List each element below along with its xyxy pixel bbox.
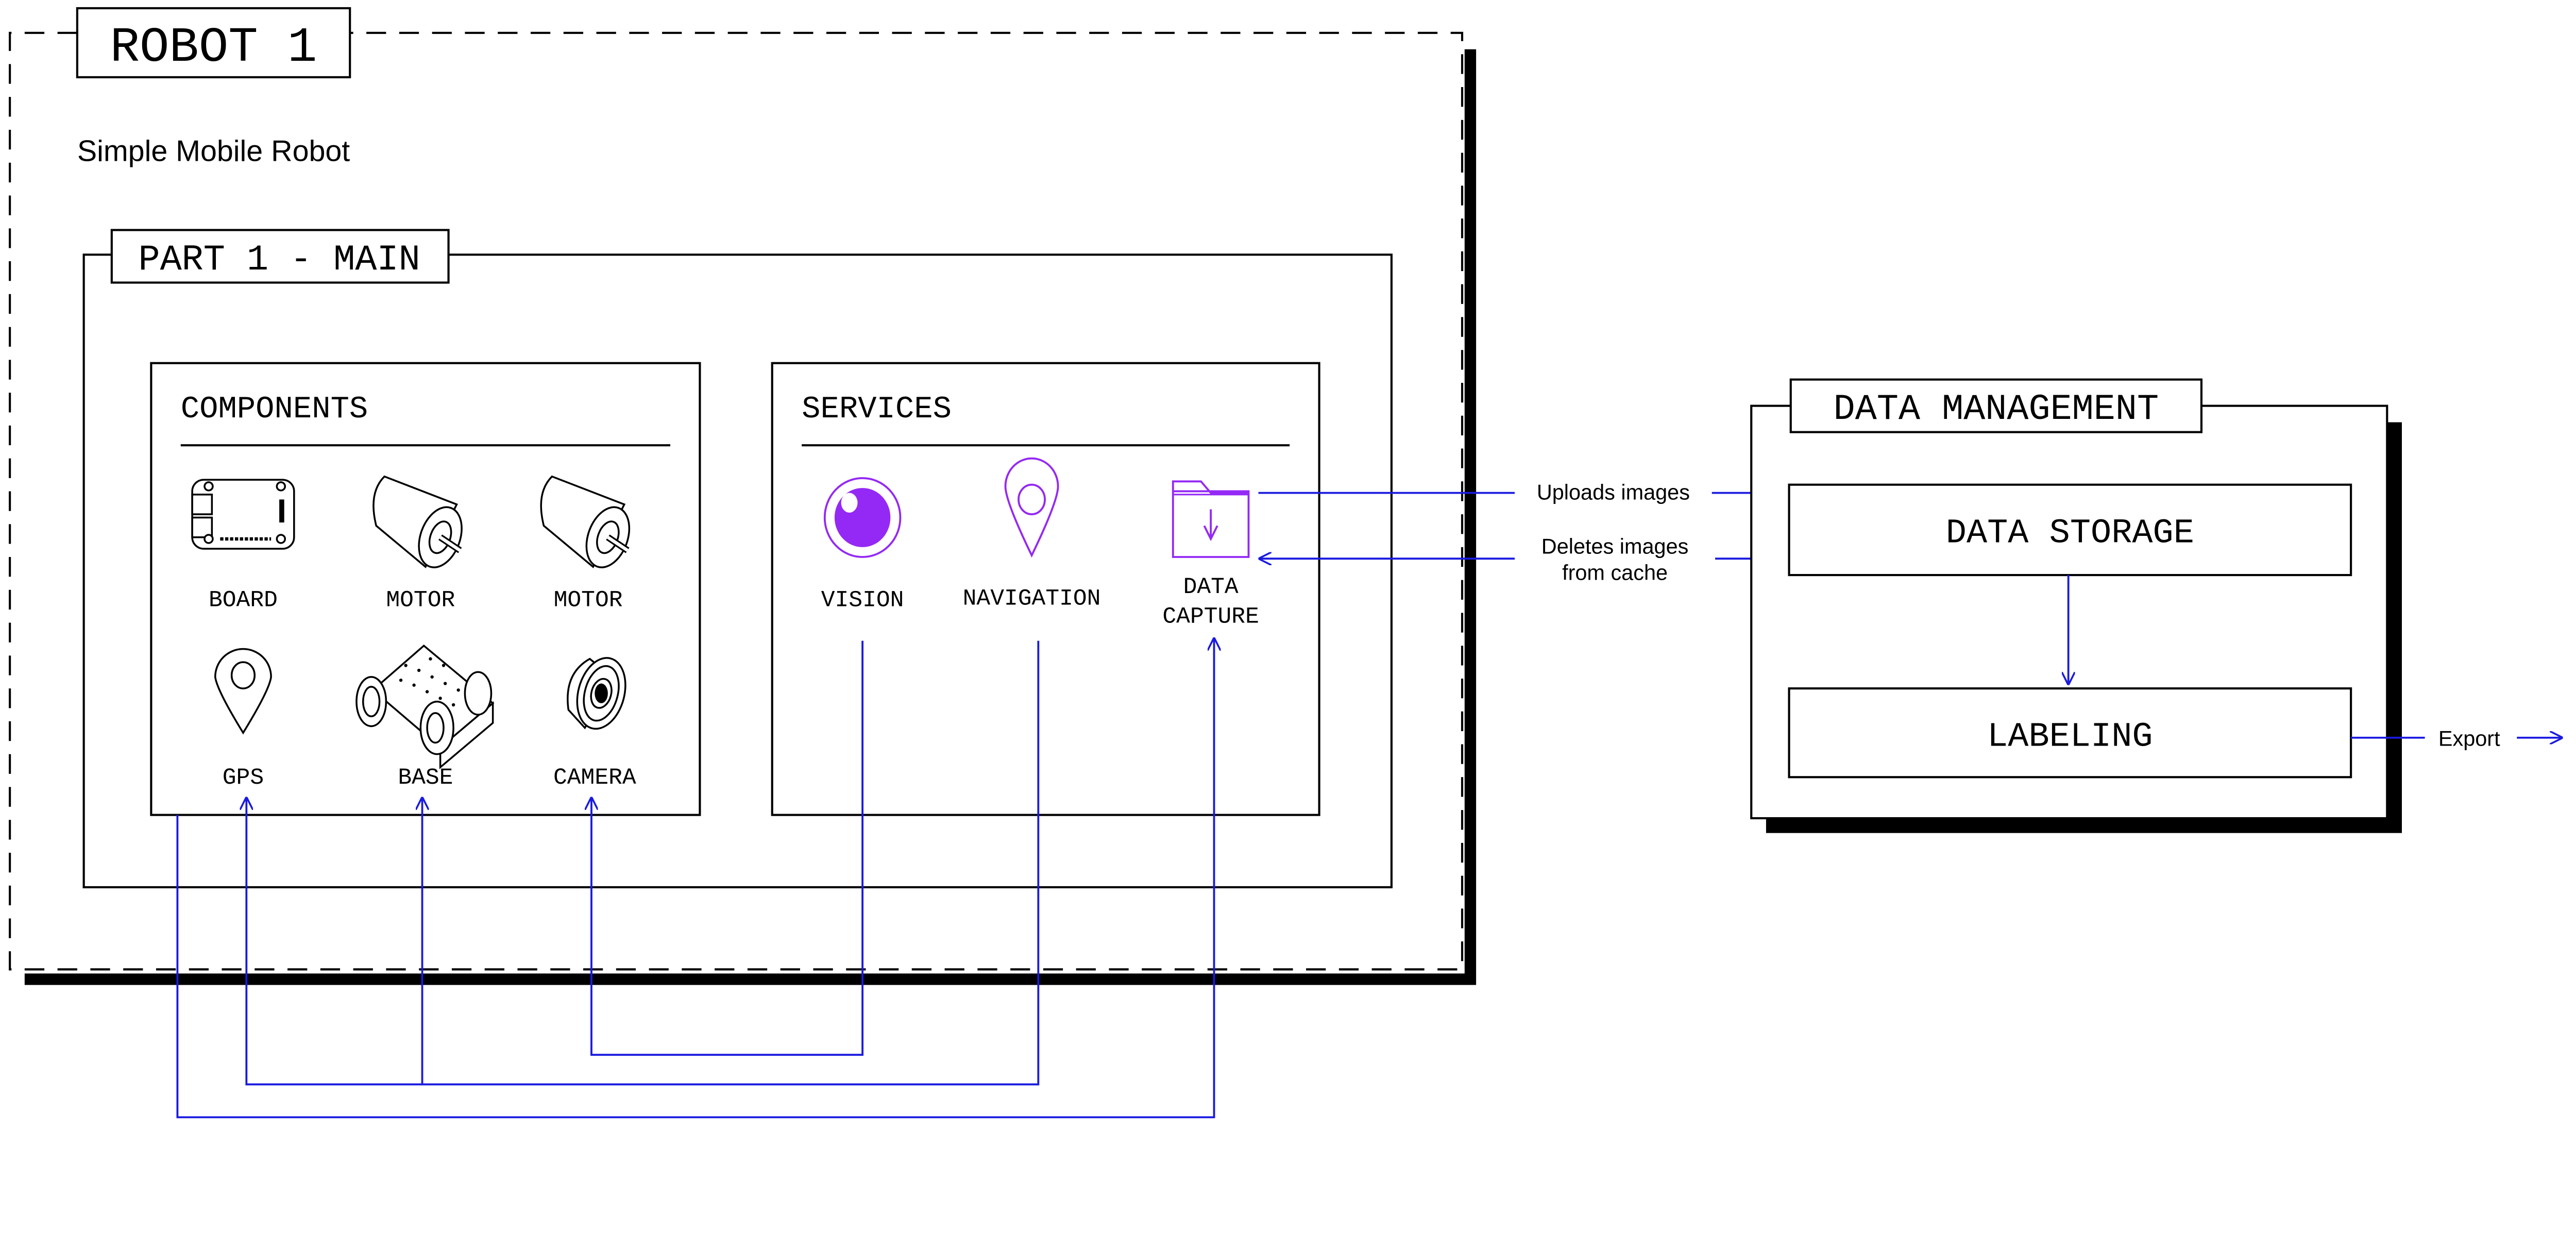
services-panel: SERVICES VISION NAVIGATION DATA CAPTURE	[771, 362, 1320, 816]
service-label-vision: VISION	[821, 588, 904, 614]
service-label-data: DATA	[1183, 575, 1239, 600]
components-to-data-capture-connector	[176, 637, 1214, 1119]
export-flow: Export	[2351, 724, 2563, 753]
deletes-label-line1: Deletes images	[1541, 534, 1689, 559]
motor-icon	[372, 475, 463, 568]
data-management: DATA MANAGEMENT DATA STORAGE LABELING	[1750, 378, 2402, 833]
components-heading: COMPONENTS	[181, 392, 368, 427]
component-label-camera: CAMERA	[553, 765, 636, 791]
export-label: Export	[2438, 727, 2500, 751]
motor-icon	[540, 475, 631, 568]
component-label-motor-2: MOTOR	[554, 588, 623, 614]
robot-frame: ROBOT 1 Simple Mobile Robot	[9, 7, 1477, 985]
robot-base-icon	[355, 644, 495, 769]
robot-frame-shadow	[24, 49, 1477, 985]
component-label-gps: GPS	[223, 765, 264, 791]
component-label-motor-1: MOTOR	[386, 588, 455, 614]
component-label-base: BASE	[398, 765, 453, 791]
services-heading: SERVICES	[802, 392, 952, 427]
components-box	[150, 362, 701, 816]
robot-title: ROBOT 1	[110, 20, 317, 76]
part-label-box	[110, 229, 450, 284]
service-label-capture: CAPTURE	[1162, 604, 1259, 630]
labeling-label: LABELING	[1987, 718, 2153, 757]
labeling-box	[1788, 687, 2352, 779]
eye-icon	[823, 477, 902, 558]
components-panel: COMPONENTS BOARD MOTOR MOTOR	[150, 362, 701, 816]
data-storage-label: DATA STORAGE	[1946, 514, 2194, 553]
services-box	[771, 362, 1320, 816]
data-management-title: DATA MANAGEMENT	[1834, 390, 2159, 430]
uploads-label: Uploads images	[1537, 480, 1690, 504]
part-label: PART 1 - MAIN	[138, 240, 420, 281]
data-flows: Uploads images Deletes images from cache	[1258, 478, 1789, 585]
part-box	[82, 254, 1393, 889]
deletes-label-line2: from cache	[1562, 561, 1668, 585]
data-storage-box	[1788, 483, 2352, 577]
gps-pin-icon	[214, 648, 272, 735]
internal-connectors	[176, 637, 1214, 1119]
architecture-diagram: ROBOT 1 Simple Mobile Robot PART 1 - MAI…	[9, 7, 2563, 1119]
camera-icon	[567, 657, 626, 730]
board-icon	[191, 479, 295, 550]
folder-download-icon	[1172, 480, 1250, 558]
component-label-board: BOARD	[209, 588, 278, 614]
vision-to-camera-connector	[591, 640, 864, 1056]
robot-title-box	[76, 7, 351, 78]
data-management-title-box	[1789, 378, 2203, 433]
part-main: PART 1 - MAIN	[82, 229, 1393, 889]
robot-subtitle: Simple Mobile Robot	[77, 135, 350, 168]
service-label-navigation: NAVIGATION	[963, 586, 1101, 612]
navigation-to-gps-connector	[246, 640, 1040, 1086]
location-pin-icon	[1004, 457, 1059, 558]
